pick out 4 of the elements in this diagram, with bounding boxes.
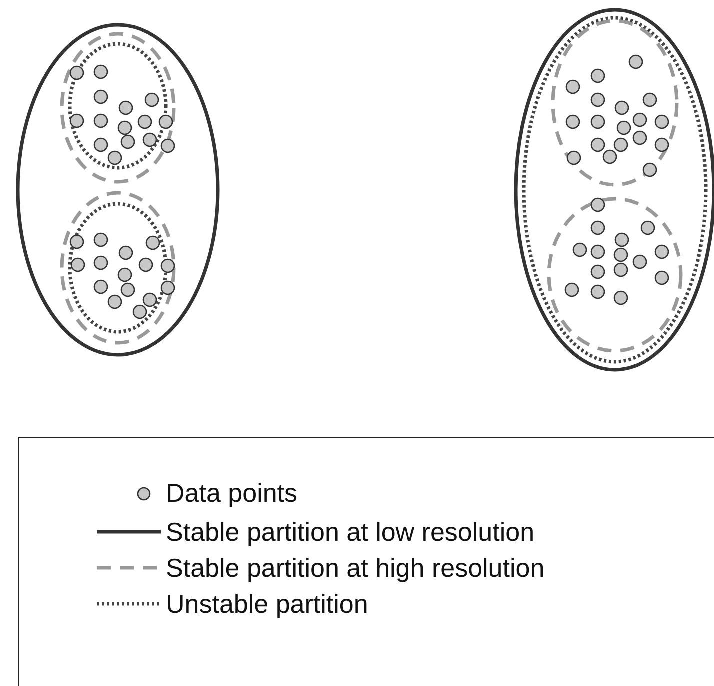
- legend-label: Stable partition at low resolution: [166, 516, 535, 549]
- legend-label: Unstable partition: [166, 588, 368, 621]
- legend-label: Data points: [166, 477, 298, 510]
- legend-label: Stable partition at high resolution: [166, 552, 545, 585]
